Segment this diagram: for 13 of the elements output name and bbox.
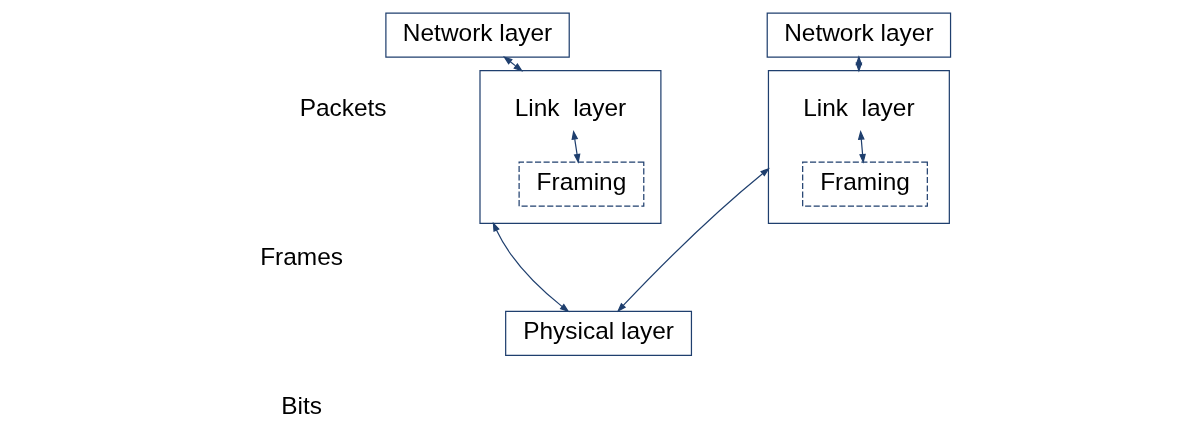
node-box: Network layer xyxy=(385,12,570,58)
label: Frames xyxy=(260,242,343,270)
node-box: Network layer xyxy=(766,12,952,58)
node-box: Physical layer xyxy=(505,310,693,356)
node-box: Framing xyxy=(518,161,645,207)
arrow xyxy=(492,221,570,313)
node-box: Framing xyxy=(802,161,928,207)
arrow xyxy=(857,129,866,164)
arrow xyxy=(571,129,581,164)
label: Bits xyxy=(281,392,322,419)
arrow xyxy=(616,167,770,313)
arrow xyxy=(502,56,524,72)
label: Packets xyxy=(299,93,387,121)
